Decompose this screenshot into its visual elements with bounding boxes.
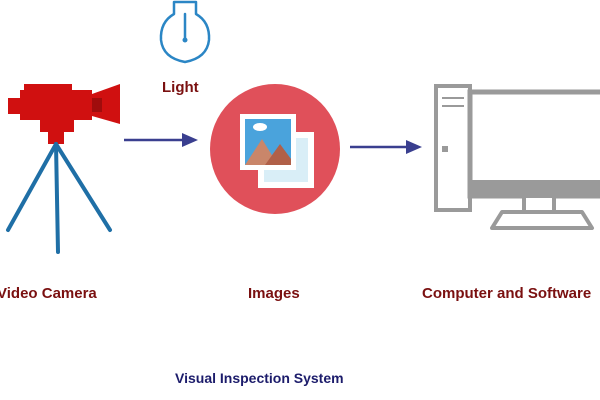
arrow-images-to-computer [348, 137, 428, 157]
video-camera-icon [6, 84, 120, 254]
light-bulb-icon [159, 0, 211, 64]
computer-icon [434, 84, 600, 230]
images-label: Images [248, 285, 300, 302]
arrow-camera-to-images [122, 130, 202, 150]
light-label: Light [162, 79, 199, 96]
camera-node [0, 80, 130, 260]
computer-label: Computer and Software [422, 285, 592, 302]
light-node [145, 0, 225, 70]
computer-node [432, 84, 600, 234]
diagram-title: Visual Inspection System [175, 370, 344, 386]
images-icon [210, 84, 340, 214]
camera-label: Video Camera [0, 285, 97, 302]
images-node [210, 84, 340, 214]
